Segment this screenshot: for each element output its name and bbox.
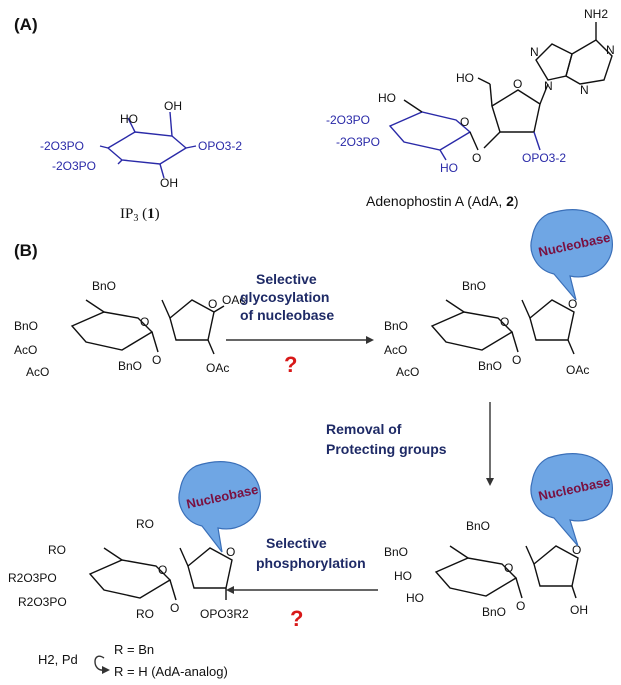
svg-text:BnO: BnO	[466, 519, 490, 533]
svg-text:O: O	[226, 545, 235, 559]
panel-a-label: (A)	[14, 15, 38, 34]
nucleobase-bubble-3: Nucleobase	[178, 461, 261, 553]
glycosylated-intermediate: O BnO AcO AcO BnO O O BnO OAc	[384, 279, 589, 379]
ip3-phosphate-1: -2O3PO	[40, 139, 84, 153]
product-ro-top: RO	[136, 517, 154, 531]
svg-text:O: O	[568, 297, 577, 311]
ip3-oh-bottom: OH	[160, 176, 178, 190]
svg-text:O: O	[572, 543, 581, 557]
sm-oac-2: OAc	[206, 361, 229, 375]
svg-text:O: O	[158, 563, 167, 577]
sm-oac-1: OAc	[222, 293, 245, 307]
svg-text:O: O	[513, 77, 522, 91]
sm-bno-top: BnO	[92, 279, 116, 293]
svg-text:BnO: BnO	[482, 605, 506, 619]
svg-text:O: O	[472, 151, 481, 165]
sm-aco-1: AcO	[14, 343, 37, 357]
svg-text:AcO: AcO	[384, 343, 407, 357]
svg-text:O: O	[152, 353, 161, 367]
svg-text:O: O	[500, 315, 509, 329]
svg-text:N: N	[580, 83, 589, 97]
step1-line1: Selective	[256, 271, 317, 287]
step2-line1: Removal of	[326, 421, 402, 437]
step1-line3: of nucleobase	[240, 307, 334, 323]
ada-ho-ribose: HO	[456, 71, 474, 85]
svg-text:O: O	[140, 315, 149, 329]
reagent-label: H2, Pd	[38, 652, 78, 667]
svg-text:O: O	[504, 561, 513, 575]
step3-line2: phosphorylation	[256, 555, 366, 571]
sm-bno-2: BnO	[118, 359, 142, 373]
adenophostin-name: Adenophostin A (AdA, 2)	[366, 193, 519, 209]
r-equals-bn: R = Bn	[114, 642, 154, 657]
ada-phosphate-2: -2O3PO	[336, 135, 380, 149]
svg-text:O: O	[460, 115, 469, 129]
product-opo3r2: OPO3R2	[200, 607, 249, 621]
adenophostin-structure: O HO -2O3PO -2O3PO HO O O HO OPO3-2 NH2 …	[326, 7, 615, 175]
ada-nh2: NH2	[584, 7, 608, 21]
svg-text:BnO: BnO	[384, 319, 408, 333]
svg-text:BnO: BnO	[384, 545, 408, 559]
ada-phosphate-1: -2O3PO	[326, 113, 370, 127]
product-ro-1: RO	[48, 543, 66, 557]
step2-line2: Protecting groups	[326, 441, 447, 457]
svg-text:HO: HO	[406, 591, 424, 605]
panel-b-label: (B)	[14, 241, 38, 260]
ada-phosphate-3: OPO3-2	[522, 151, 566, 165]
svg-text:O: O	[170, 601, 179, 615]
svg-text:BnO: BnO	[462, 279, 486, 293]
svg-text:HO: HO	[394, 569, 412, 583]
adenophostin-analog: O RO R2O3PO R2O3PO RO O O RO OPO3R2	[8, 517, 249, 621]
svg-text:OH: OH	[570, 603, 588, 617]
ip3-name: IP3 (1)	[120, 206, 160, 224]
starting-disaccharide: O BnO AcO AcO BnO O O BnO OAc OAc	[14, 279, 245, 379]
svg-text:N: N	[606, 43, 615, 57]
r-equals-h: R = H (AdA-analog)	[114, 664, 228, 679]
ip3-ho: HO	[120, 112, 138, 126]
sm-aco-2: AcO	[26, 365, 49, 379]
question-mark-1: ?	[284, 352, 297, 377]
ip3-structure: HO OH OH -2O3PO -2O3PO OPO3-2	[40, 99, 242, 190]
svg-text:OAc: OAc	[566, 363, 589, 377]
product-r2o3po-2: R2O3PO	[18, 595, 67, 609]
ada-ho-blue: HO	[440, 161, 458, 175]
svg-text:BnO: BnO	[478, 359, 502, 373]
product-r2o3po-1: R2O3PO	[8, 571, 57, 585]
question-mark-2: ?	[290, 606, 303, 631]
deprotected-intermediate: O BnO HO HO BnO O O BnO OH	[384, 519, 588, 619]
product-ro-2: RO	[136, 607, 154, 621]
sm-bno-1: BnO	[14, 319, 38, 333]
step3-line1: Selective	[266, 535, 327, 551]
nucleobase-bubble-1: Nucleobase	[530, 209, 613, 301]
svg-text:AcO: AcO	[396, 365, 419, 379]
step1-line2: glycosylation	[240, 289, 329, 305]
svg-text:O: O	[516, 599, 525, 613]
ip3-oh-top: OH	[164, 99, 182, 113]
svg-text:N: N	[544, 79, 553, 93]
ip3-phosphate-3: OPO3-2	[198, 139, 242, 153]
svg-text:N: N	[530, 45, 539, 59]
ip3-phosphate-2: -2O3PO	[52, 159, 96, 173]
nucleobase-bubble-2: Nucleobase	[530, 453, 613, 547]
ada-ho: HO	[378, 91, 396, 105]
svg-text:O: O	[512, 353, 521, 367]
svg-text:O: O	[208, 297, 217, 311]
